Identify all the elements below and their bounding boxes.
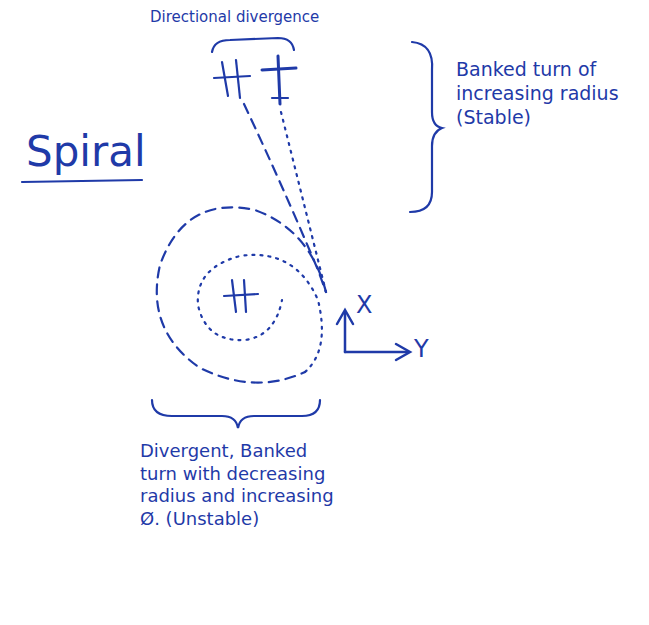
top-bracket	[212, 38, 294, 52]
y-arrowhead	[396, 344, 410, 360]
diagram-title: Spiral	[26, 126, 146, 179]
inner-spiral	[198, 255, 322, 372]
airplane-spiral	[224, 280, 258, 312]
axis-label: X	[356, 290, 372, 320]
outer-spiral	[157, 207, 326, 382]
airplane-diverged	[214, 60, 250, 98]
title-underline	[22, 180, 142, 182]
mode-label: Directional divergence	[150, 8, 319, 27]
bottom-brace	[152, 400, 320, 428]
axis-label: Y	[414, 334, 429, 364]
divergence-path	[244, 104, 326, 292]
stable-note: Banked turn of increasing radius (Stable…	[456, 58, 636, 129]
right-brace	[410, 42, 442, 212]
x-axis	[344, 312, 347, 352]
unstable-note: Divergent, Banked turn with decreasing r…	[140, 440, 345, 530]
y-axis	[345, 351, 408, 354]
airplane-straight	[262, 56, 296, 104]
straight-path	[281, 112, 326, 292]
x-arrowhead	[337, 310, 353, 324]
